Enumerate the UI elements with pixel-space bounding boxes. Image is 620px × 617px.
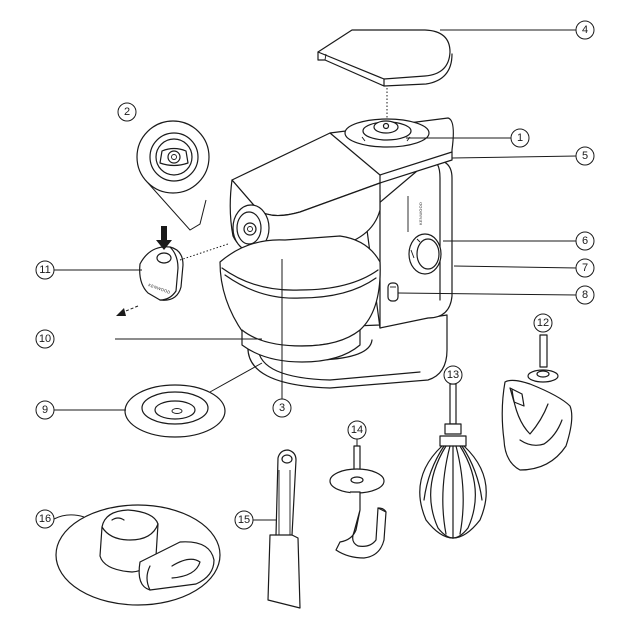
callout-5-label: 5	[582, 150, 588, 162]
outlet-cover	[317, 29, 453, 87]
callout-8: 8	[575, 285, 595, 305]
detachable-cover: KENWOOD	[116, 226, 229, 316]
callout-2-label: 2	[124, 106, 130, 118]
mixer-body: KENWOOD	[219, 117, 454, 389]
callout-12-label: 12	[537, 317, 549, 329]
whisk	[419, 383, 487, 539]
callout-1-label: 1	[517, 132, 523, 144]
callout-10: 10	[35, 329, 55, 349]
callout-10-label: 10	[39, 333, 51, 345]
callout-14: 14	[347, 420, 367, 440]
callout-3-label: 3	[279, 402, 285, 414]
socket-detail-inset	[136, 120, 210, 231]
spatula	[267, 449, 301, 609]
callout-13: 13	[443, 365, 463, 385]
brand-mark: KENWOOD	[418, 202, 423, 225]
callout-16: 16	[35, 509, 55, 529]
callout-3: 3	[272, 398, 292, 418]
callout-9: 9	[35, 400, 55, 420]
k-beater	[501, 334, 573, 471]
callout-7: 7	[575, 258, 595, 278]
callout-7-label: 7	[582, 262, 588, 274]
callout-6-label: 6	[582, 235, 588, 247]
callout-16-label: 16	[39, 513, 51, 525]
callout-6: 6	[575, 231, 595, 251]
callout-15-label: 15	[238, 514, 250, 526]
callout-5: 5	[575, 146, 595, 166]
callout-14-label: 14	[351, 424, 363, 436]
dough-hook	[329, 445, 387, 559]
callout-4: 4	[575, 20, 595, 40]
callout-8-label: 8	[582, 289, 588, 301]
callout-11: 11	[35, 260, 55, 280]
leader-lines	[53, 29, 578, 521]
callout-1: 1	[510, 128, 530, 148]
callout-12: 12	[533, 313, 553, 333]
callout-4-label: 4	[582, 24, 588, 36]
bowl-lid	[124, 362, 263, 438]
callout-2: 2	[117, 102, 137, 122]
callout-13-label: 13	[447, 369, 459, 381]
pouring-shield	[55, 504, 221, 606]
callout-9-label: 9	[42, 404, 48, 416]
callout-15: 15	[234, 510, 254, 530]
callout-11-label: 11	[39, 264, 50, 276]
